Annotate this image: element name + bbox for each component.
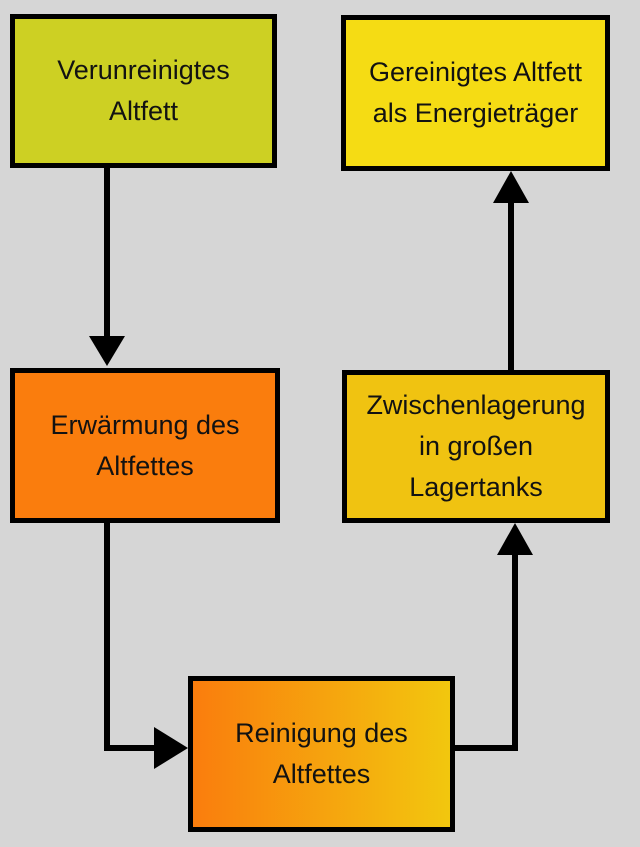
arrow-line-reinigung-to-zwischenlagerung-horizontal <box>452 745 518 751</box>
arrowhead-down-icon <box>89 336 125 366</box>
node-gereinigtes-altfett: Gereinigtes Altfett als Energieträger <box>341 15 610 171</box>
node-erwaermung-des-altfettes: Erwärmung des Altfettes <box>10 368 280 523</box>
node-label-line: Erwärmung des <box>50 409 240 440</box>
arrow-line-erwaermung-to-reinigung-horizontal <box>104 745 160 751</box>
arrow-line-verunreinigtes-to-erwaermung <box>104 166 110 338</box>
node-label-line: Verunreinigtes <box>57 55 230 85</box>
node-label-line: Altfettes <box>272 759 371 789</box>
node-label-line: Altfett <box>108 96 179 126</box>
node-label-line: Reinigung des <box>235 718 408 748</box>
node-label-line: als Energieträger <box>372 98 579 128</box>
arrowhead-right-icon <box>154 727 188 769</box>
arrowhead-up-icon <box>497 523 533 555</box>
node-zwischenlagerung: Zwischenlagerung in großen Lagertanks <box>342 370 610 523</box>
node-label-line: Altfettes <box>96 450 194 481</box>
node-label-line: Gereinigtes Altfett <box>368 57 583 87</box>
node-label-line: Zwischenlagerung <box>366 390 586 420</box>
arrowhead-up-icon <box>493 171 529 203</box>
arrow-line-reinigung-to-zwischenlagerung-vertical <box>512 554 518 751</box>
node-label-line: in großen <box>418 431 534 461</box>
arrow-line-erwaermung-to-reinigung-vertical <box>104 521 110 751</box>
node-verunreinigtes-altfett: Verunreinigtes Altfett <box>10 14 277 168</box>
node-reinigung-des-altfettes: Reinigung des Altfettes <box>188 676 455 832</box>
node-label-line: Lagertanks <box>409 472 543 502</box>
arrow-line-zwischenlagerung-to-gereinigtes <box>508 200 514 372</box>
